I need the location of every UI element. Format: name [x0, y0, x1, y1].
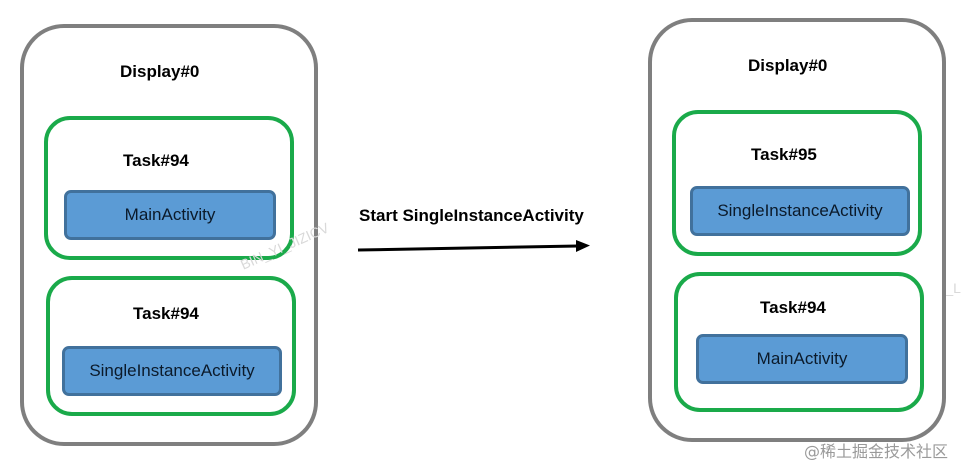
arrow-shaft	[357, 244, 579, 252]
right-display-label: Display#0	[748, 56, 828, 75]
transition-label: Start SingleInstanceActivity	[359, 206, 584, 225]
left-bottom-task-label: Task#94	[133, 304, 199, 323]
right-bottom-activity: MainActivity	[696, 334, 908, 384]
left-top-task-label: Task#94	[123, 151, 189, 170]
arrow-head	[576, 240, 590, 252]
left-bottom-activity: SingleInstanceActivity	[62, 346, 282, 396]
right-bottom-task-label: Task#94	[760, 298, 826, 317]
right-top-activity: SingleInstanceActivity	[690, 186, 910, 236]
footer-credit: @稀土掘金技术社区	[803, 442, 948, 461]
left-display-label: Display#0	[120, 62, 200, 81]
left-top-activity: MainActivity	[64, 190, 276, 240]
right-top-task-label: Task#95	[751, 145, 817, 164]
